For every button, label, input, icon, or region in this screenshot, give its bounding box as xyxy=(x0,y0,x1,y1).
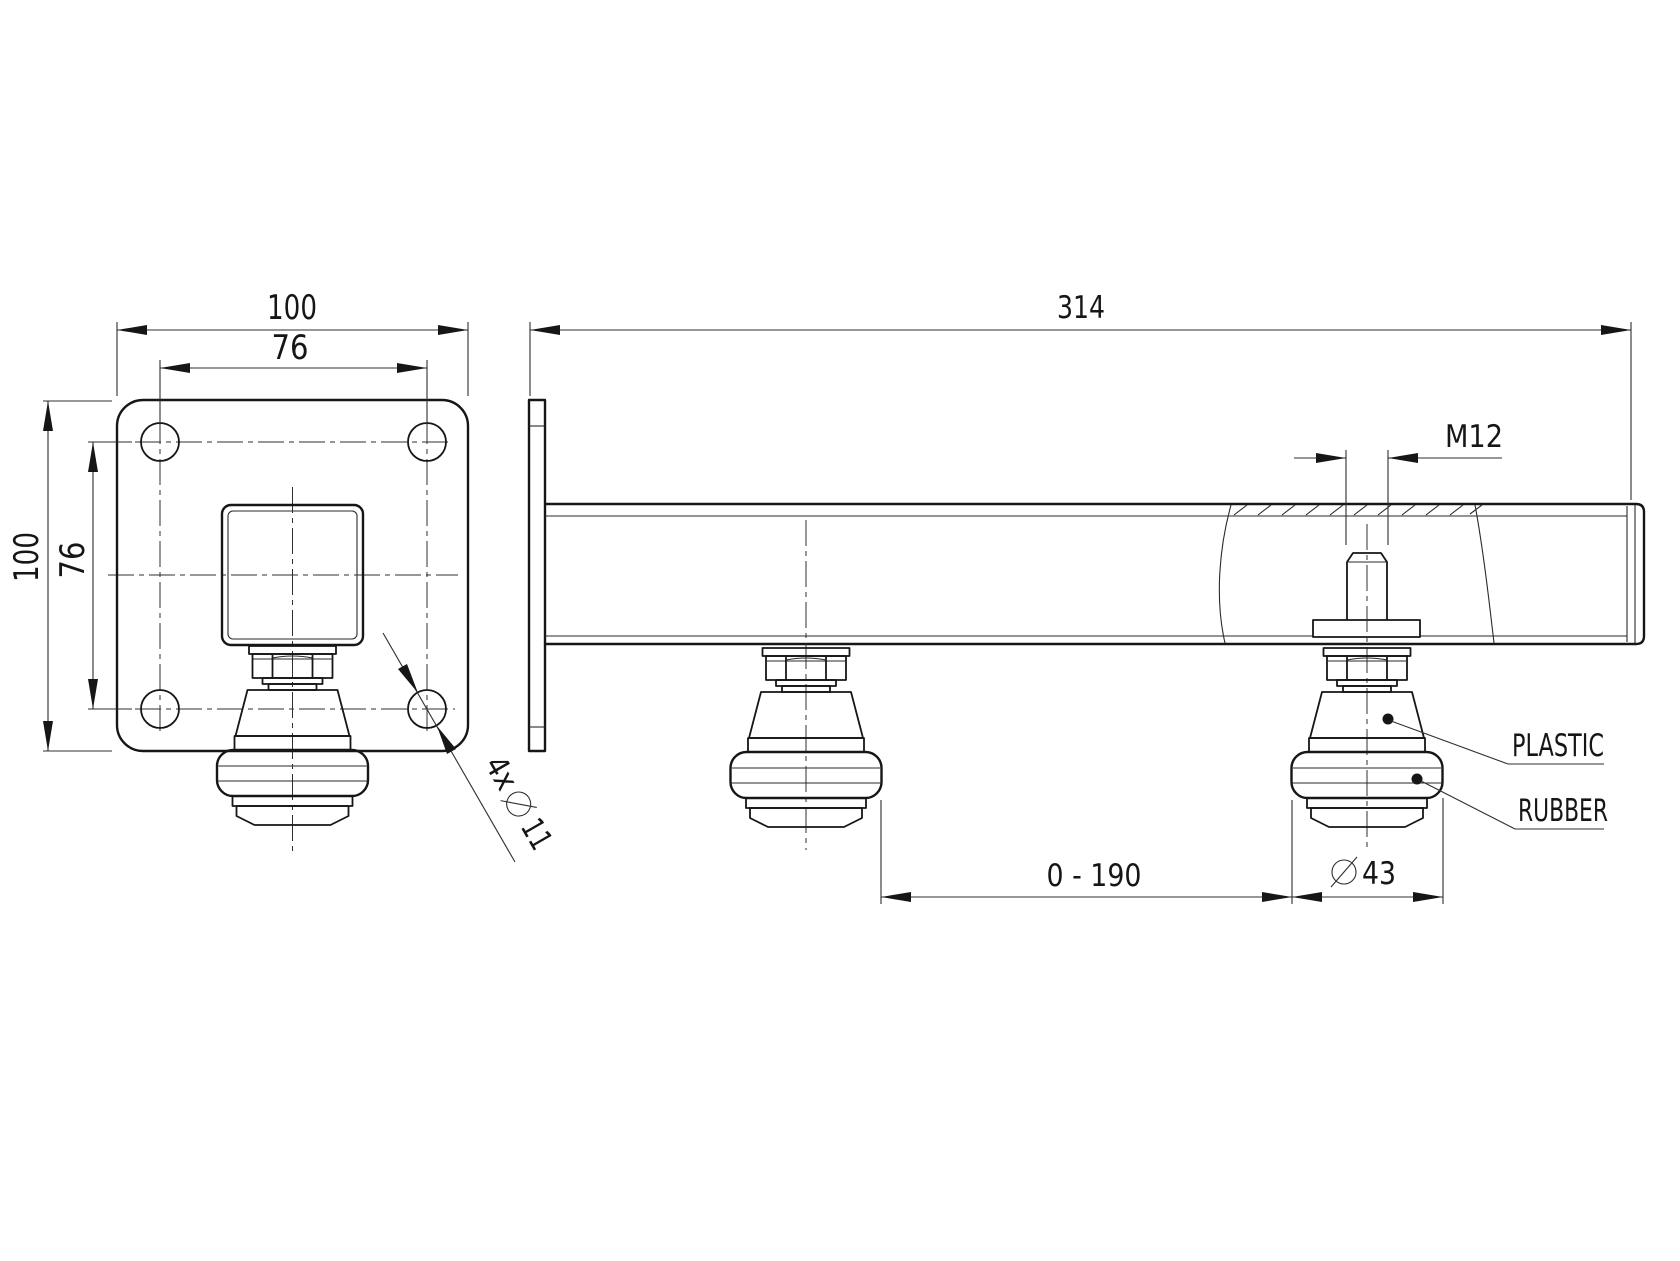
dim-beam-length: 314 xyxy=(1057,290,1105,326)
front-view xyxy=(108,398,470,852)
slot-hatching xyxy=(1233,504,1483,516)
plastic-callout: PLASTIC xyxy=(1382,713,1604,765)
beam-tube xyxy=(543,502,1646,646)
dim-adjust-range: 0 - 190 xyxy=(1047,858,1142,894)
dim-front-holes-y: 76 xyxy=(53,542,93,579)
flange-plate-side xyxy=(527,398,547,753)
hole-callout: 4x 11 xyxy=(382,632,559,863)
dim-front-holes-x: 76 xyxy=(272,328,309,368)
square-tube-front xyxy=(220,503,365,647)
beam-cutaway xyxy=(1218,504,1495,644)
side-view xyxy=(527,398,1646,850)
side-dimensions: 314 M12 0 - 190 43 PLASTIC xyxy=(529,290,1632,904)
dim-front-width-outer: 100 xyxy=(267,288,317,328)
hole-bottom-left xyxy=(140,689,180,729)
rubber-callout: RUBBER xyxy=(1411,773,1608,830)
label-plastic: PLASTIC xyxy=(1512,728,1604,764)
label-rubber: RUBBER xyxy=(1518,793,1608,829)
hole-note-diameter: 11 xyxy=(513,812,559,856)
adjustment-stud xyxy=(1346,552,1388,620)
diameter-symbol-icon xyxy=(1330,856,1358,888)
rubber-leader-dot xyxy=(1411,773,1423,785)
hole-bottom-right xyxy=(407,689,447,729)
hole-note-count: 4x xyxy=(477,750,525,797)
dim-thread-size: M12 xyxy=(1445,419,1503,455)
diameter-symbol-icon xyxy=(500,791,537,817)
dim-front-height-outer: 100 xyxy=(7,532,47,582)
front-centerlines xyxy=(108,418,458,852)
plastic-leader-dot xyxy=(1382,713,1394,725)
dim-roller-diameter: 43 xyxy=(1362,856,1396,892)
roller-side-right xyxy=(1290,646,1444,829)
